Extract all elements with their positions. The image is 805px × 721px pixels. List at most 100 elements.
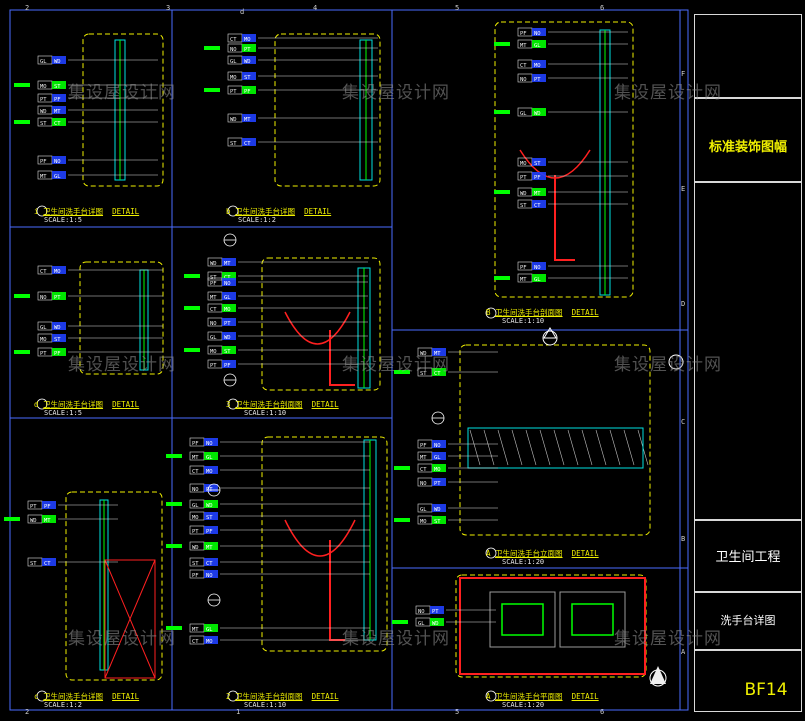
detail-suffix: DETAIL [571, 549, 599, 558]
grid-row-label: B [681, 535, 686, 543]
tag-code: ST [230, 141, 237, 147]
tag-code-box [52, 322, 66, 330]
tag-code: GL [192, 503, 199, 509]
tag-code: NO [420, 481, 427, 487]
stone-hatch [525, 429, 537, 466]
tag-marker [392, 620, 408, 624]
stone-hatch [469, 429, 481, 466]
tag-code: WD [30, 518, 37, 524]
title-block-standard [694, 98, 802, 182]
tag-code-box [204, 624, 218, 632]
plan-counter [489, 591, 556, 648]
title-block-project [694, 520, 802, 592]
tag-index: PT [54, 295, 61, 301]
tag-code: NO [192, 487, 199, 493]
tag-code: PT [30, 504, 37, 510]
tag-code-box [532, 262, 546, 270]
detail-num: B [486, 308, 491, 317]
tag-code: MO [210, 349, 217, 355]
tag-code: GL [40, 59, 47, 65]
tag-index: MO [54, 269, 61, 275]
tag-index: GL [206, 455, 213, 461]
tag-code: GL [210, 335, 217, 341]
drain-pipe [554, 175, 575, 261]
tag-code: MO [40, 337, 47, 343]
tag-index: WD [244, 59, 251, 65]
tag-code: MT [210, 295, 217, 301]
section-marker-icon [36, 398, 48, 410]
detail-caption: c 卫生间洗手台详图 DETAIL [34, 691, 139, 702]
detail-outline [261, 257, 381, 391]
tag-code-box [242, 44, 256, 52]
tag-code: MO [40, 84, 47, 90]
tag-code-box [532, 108, 546, 116]
tag-code: CT [40, 269, 47, 275]
tag-index: ST [434, 519, 441, 525]
tag-index: PF [44, 504, 51, 510]
tag-code: MT [40, 174, 47, 180]
watermark: 集设屋设计网 [342, 355, 450, 375]
tag-index: PT [432, 609, 439, 615]
tag-code-box [204, 466, 218, 474]
tag-marker [204, 88, 220, 92]
tag-index: GL [534, 43, 541, 49]
section-marker-icon [36, 205, 48, 217]
tag-index: GL [434, 455, 441, 461]
detail-num: c [34, 692, 39, 701]
tag-code-box [430, 606, 444, 614]
tag-index: GL [224, 295, 231, 301]
tag-index: GL [206, 627, 213, 633]
tag-code: CT [230, 37, 237, 43]
tag-index: NO [54, 159, 61, 165]
grid-col-label: 2 [25, 4, 30, 12]
tag-code: NO [520, 77, 527, 83]
tag-code-box [242, 138, 256, 146]
tag-index: CT [54, 121, 61, 127]
detail-title: 卫生间洗手台剖面图 [495, 308, 563, 317]
tag-marker [394, 466, 410, 470]
tag-code-box [222, 360, 236, 368]
tag-code: MT [520, 277, 527, 283]
detail-outline [494, 21, 634, 298]
stone-hatch [497, 429, 509, 466]
grid-col-label: 6 [600, 708, 605, 716]
detail-num: A [486, 549, 491, 558]
tag-index: ST [244, 75, 251, 81]
watermark: 集设屋设计网 [342, 83, 450, 103]
tag-code: ST [40, 121, 47, 127]
detail-caption: i 卫生间洗手台详图 DETAIL [34, 206, 139, 217]
detail-caption: 3 卫生间洗手台剖面图 DETAIL [226, 399, 339, 410]
detail-title: 卫生间洗手台详图 [43, 692, 104, 701]
detail-scale: SCALE:1:10 [244, 701, 287, 709]
grid-col-label: 1 [236, 708, 241, 716]
tag-index: NO [534, 265, 541, 271]
stone-hatch [553, 429, 565, 466]
watermark: 集设屋设计网 [68, 355, 176, 375]
tag-code-box [52, 56, 66, 64]
title-block-top [694, 14, 802, 98]
tag-index: NO [206, 441, 213, 447]
section-marker-icon [485, 690, 497, 702]
tag-code: GL [230, 59, 237, 65]
tag-marker [14, 120, 30, 124]
tag-code: PT [230, 89, 237, 95]
tag-code: WD [192, 545, 199, 551]
detail-suffix: DETAIL [571, 308, 599, 317]
stone-hatch [623, 429, 635, 466]
tag-code-box [532, 188, 546, 196]
plan-counter-edge [459, 577, 646, 675]
detail-scale: SCALE:1:20 [502, 558, 545, 566]
section-marker-icon [227, 205, 239, 217]
elevation-marker-icon [668, 354, 684, 370]
tag-index: NO [534, 31, 541, 37]
tag-code-box [52, 348, 66, 356]
tag-code-box [52, 266, 66, 274]
tag-index: MT [244, 117, 251, 123]
tag-code: NO [230, 47, 237, 53]
tag-code-box [432, 368, 446, 376]
tag-index: MT [44, 518, 51, 524]
section-marker-icon [485, 547, 497, 559]
tag-code-box [430, 618, 444, 626]
tag-index: PF [206, 529, 213, 535]
tag-code-box [222, 346, 236, 354]
